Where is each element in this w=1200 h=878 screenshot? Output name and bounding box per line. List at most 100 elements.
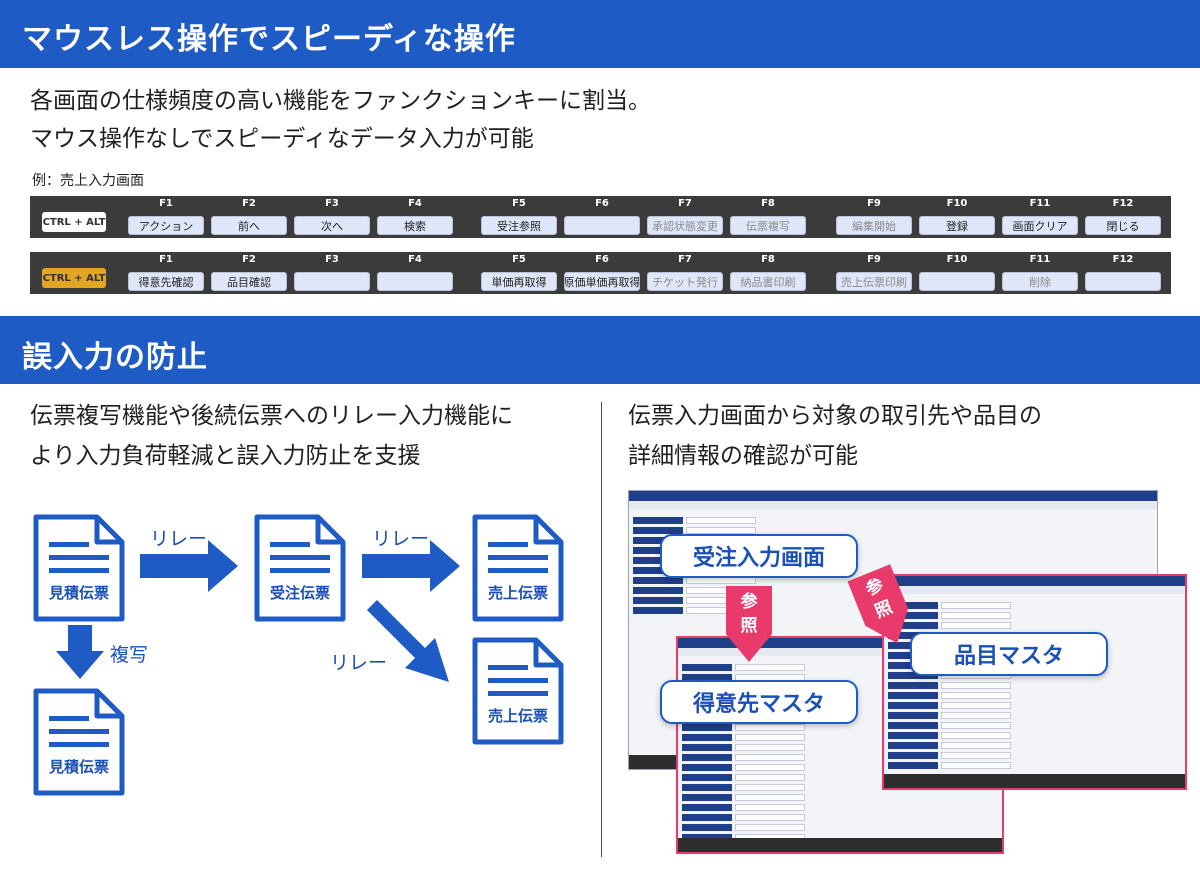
- function-key-label: F3: [325, 254, 339, 265]
- function-key-f10: F10 登録: [919, 198, 995, 236]
- section-banner-mouseless: マウスレス操作でスピーディな操作: [0, 0, 1200, 68]
- function-key-button-f9[interactable]: 売上伝票印刷: [836, 272, 912, 291]
- function-key-f10: F10: [919, 254, 995, 292]
- right-heading-line-2: 詳細情報の確認が可能: [628, 443, 858, 469]
- doc-label: 売上伝票: [487, 584, 548, 602]
- reference-badge-customer: 参 照: [722, 586, 776, 662]
- left-heading-line-2: より入力負荷軽減と誤入力防止を支援: [30, 443, 421, 469]
- doc-estimate: 見積伝票: [33, 514, 125, 622]
- function-key-label: F10: [946, 198, 968, 209]
- callout-item-master: 品目マスタ: [910, 632, 1108, 676]
- lead-text: 各画面の仕様頻度の高い機能をファンクションキーに割当。 マウス操作なしでスピーデ…: [30, 82, 651, 158]
- function-key-label: F12: [1112, 198, 1134, 209]
- ref-char-1: 参: [740, 592, 758, 612]
- function-key-f12: F12 閉じる: [1085, 198, 1161, 236]
- function-key-label: F12: [1112, 254, 1134, 265]
- function-key-button-f11[interactable]: 画面クリア: [1002, 216, 1078, 235]
- function-key-button-f6[interactable]: [564, 216, 640, 235]
- arrow-right-icon: [362, 540, 460, 592]
- function-key-button-f10[interactable]: 登録: [919, 216, 995, 235]
- function-key-button-f10[interactable]: [919, 272, 995, 291]
- function-key-button-f4[interactable]: 検索: [377, 216, 453, 235]
- function-key-f11: F11 削除: [1002, 254, 1078, 292]
- function-key-button-f1[interactable]: アクション: [128, 216, 204, 235]
- lead-line-2: マウス操作なしでスピーディなデータ入力が可能: [30, 126, 534, 152]
- callout-customer-master: 得意先マスタ: [660, 680, 858, 724]
- copy-label: 複写: [110, 644, 149, 666]
- function-key-f7: F7 チケット発行: [647, 254, 723, 292]
- document-icon: [472, 637, 564, 745]
- document-icon: [33, 688, 125, 796]
- function-key-label: F5: [512, 254, 526, 265]
- function-key-button-f8[interactable]: 納品書印刷: [730, 272, 806, 291]
- right-heading: 伝票入力画面から対象の取引先や品目の 詳細情報の確認が可能: [628, 396, 1188, 476]
- arrow-diagonal-icon: [367, 600, 449, 682]
- arrow-right-icon: [140, 540, 238, 592]
- function-key-label: F11: [1029, 198, 1051, 209]
- function-key-button-f4[interactable]: [377, 272, 453, 291]
- function-key-button-f3[interactable]: [294, 272, 370, 291]
- doc-label: 見積伝票: [48, 584, 109, 602]
- function-key-label: F8: [761, 198, 775, 209]
- doc-sales-2: 売上伝票: [472, 637, 564, 745]
- function-key-button-f5[interactable]: 単価再取得: [481, 272, 557, 291]
- function-key-button-f11[interactable]: 削除: [1002, 272, 1078, 291]
- function-key-button-f12[interactable]: 閉じる: [1085, 216, 1161, 235]
- modifier-key-ctrl-alt-active[interactable]: CTRL + ALT: [42, 268, 106, 288]
- doc-label: 受注伝票: [269, 584, 330, 602]
- function-key-button-f7[interactable]: 承認状態変更: [647, 216, 723, 235]
- function-key-button-f7[interactable]: チケット発行: [647, 272, 723, 291]
- relay-label-1: リレー: [150, 528, 208, 550]
- relay-label-2: リレー: [372, 528, 430, 550]
- function-key-button-f6[interactable]: 原価単価再取得: [564, 272, 640, 291]
- lead-line-1: 各画面の仕様頻度の高い機能をファンクションキーに割当。: [30, 88, 651, 114]
- arrow-down-icon: [56, 625, 104, 679]
- ref-char-2: 照: [740, 616, 758, 636]
- function-key-button-f2[interactable]: 品目確認: [211, 272, 287, 291]
- function-key-label: F6: [595, 198, 609, 209]
- relay-label-3: リレー: [330, 652, 388, 674]
- document-icon: [472, 514, 564, 622]
- function-key-label: F3: [325, 198, 339, 209]
- function-key-f9: F9 売上伝票印刷: [836, 254, 912, 292]
- section-banner-error-prevention: 誤入力の防止: [0, 316, 1200, 384]
- example-label: 例：売上入力画面: [32, 173, 144, 189]
- function-key-label: F4: [408, 254, 422, 265]
- function-key-button-f9[interactable]: 編集開始: [836, 216, 912, 235]
- function-key-f6: F6: [564, 198, 640, 236]
- function-key-label: F2: [242, 254, 256, 265]
- right-heading-line-1: 伝票入力画面から対象の取引先や品目の: [628, 403, 1042, 429]
- modifier-key-ctrl-alt[interactable]: CTRL + ALT: [42, 212, 106, 232]
- function-key-button-f2[interactable]: 前へ: [211, 216, 287, 235]
- function-key-button-f3[interactable]: 次へ: [294, 216, 370, 235]
- function-key-label: F7: [678, 254, 692, 265]
- doc-estimate-copy: 見積伝票: [33, 688, 125, 796]
- function-key-label: F9: [867, 198, 881, 209]
- function-key-label: F5: [512, 198, 526, 209]
- function-key-label: F10: [946, 254, 968, 265]
- left-heading-line-1: 伝票複写機能や後続伝票へのリレー入力機能に: [30, 403, 513, 429]
- function-key-button-f5[interactable]: 受注参照: [481, 216, 557, 235]
- doc-label: 見積伝票: [48, 758, 109, 776]
- function-key-f8: F8 伝票複写: [730, 198, 806, 236]
- function-key-f5: F5 単価再取得: [481, 254, 557, 292]
- function-key-f11: F11 画面クリア: [1002, 198, 1078, 236]
- function-key-label: F7: [678, 198, 692, 209]
- function-key-label: F2: [242, 198, 256, 209]
- function-key-f2: F2 前へ: [211, 198, 287, 236]
- function-key-f7: F7 承認状態変更: [647, 198, 723, 236]
- down-arrow-badge-icon: [726, 586, 772, 662]
- function-key-button-f1[interactable]: 得意先確認: [128, 272, 204, 291]
- function-key-label: F11: [1029, 254, 1051, 265]
- function-key-label: F9: [867, 254, 881, 265]
- function-key-button-f8[interactable]: 伝票複写: [730, 216, 806, 235]
- function-key-f12: F12: [1085, 254, 1161, 292]
- function-key-f3: F3: [294, 254, 370, 292]
- function-key-button-f12[interactable]: [1085, 272, 1161, 291]
- item-master-screen-thumbnail: [882, 574, 1187, 790]
